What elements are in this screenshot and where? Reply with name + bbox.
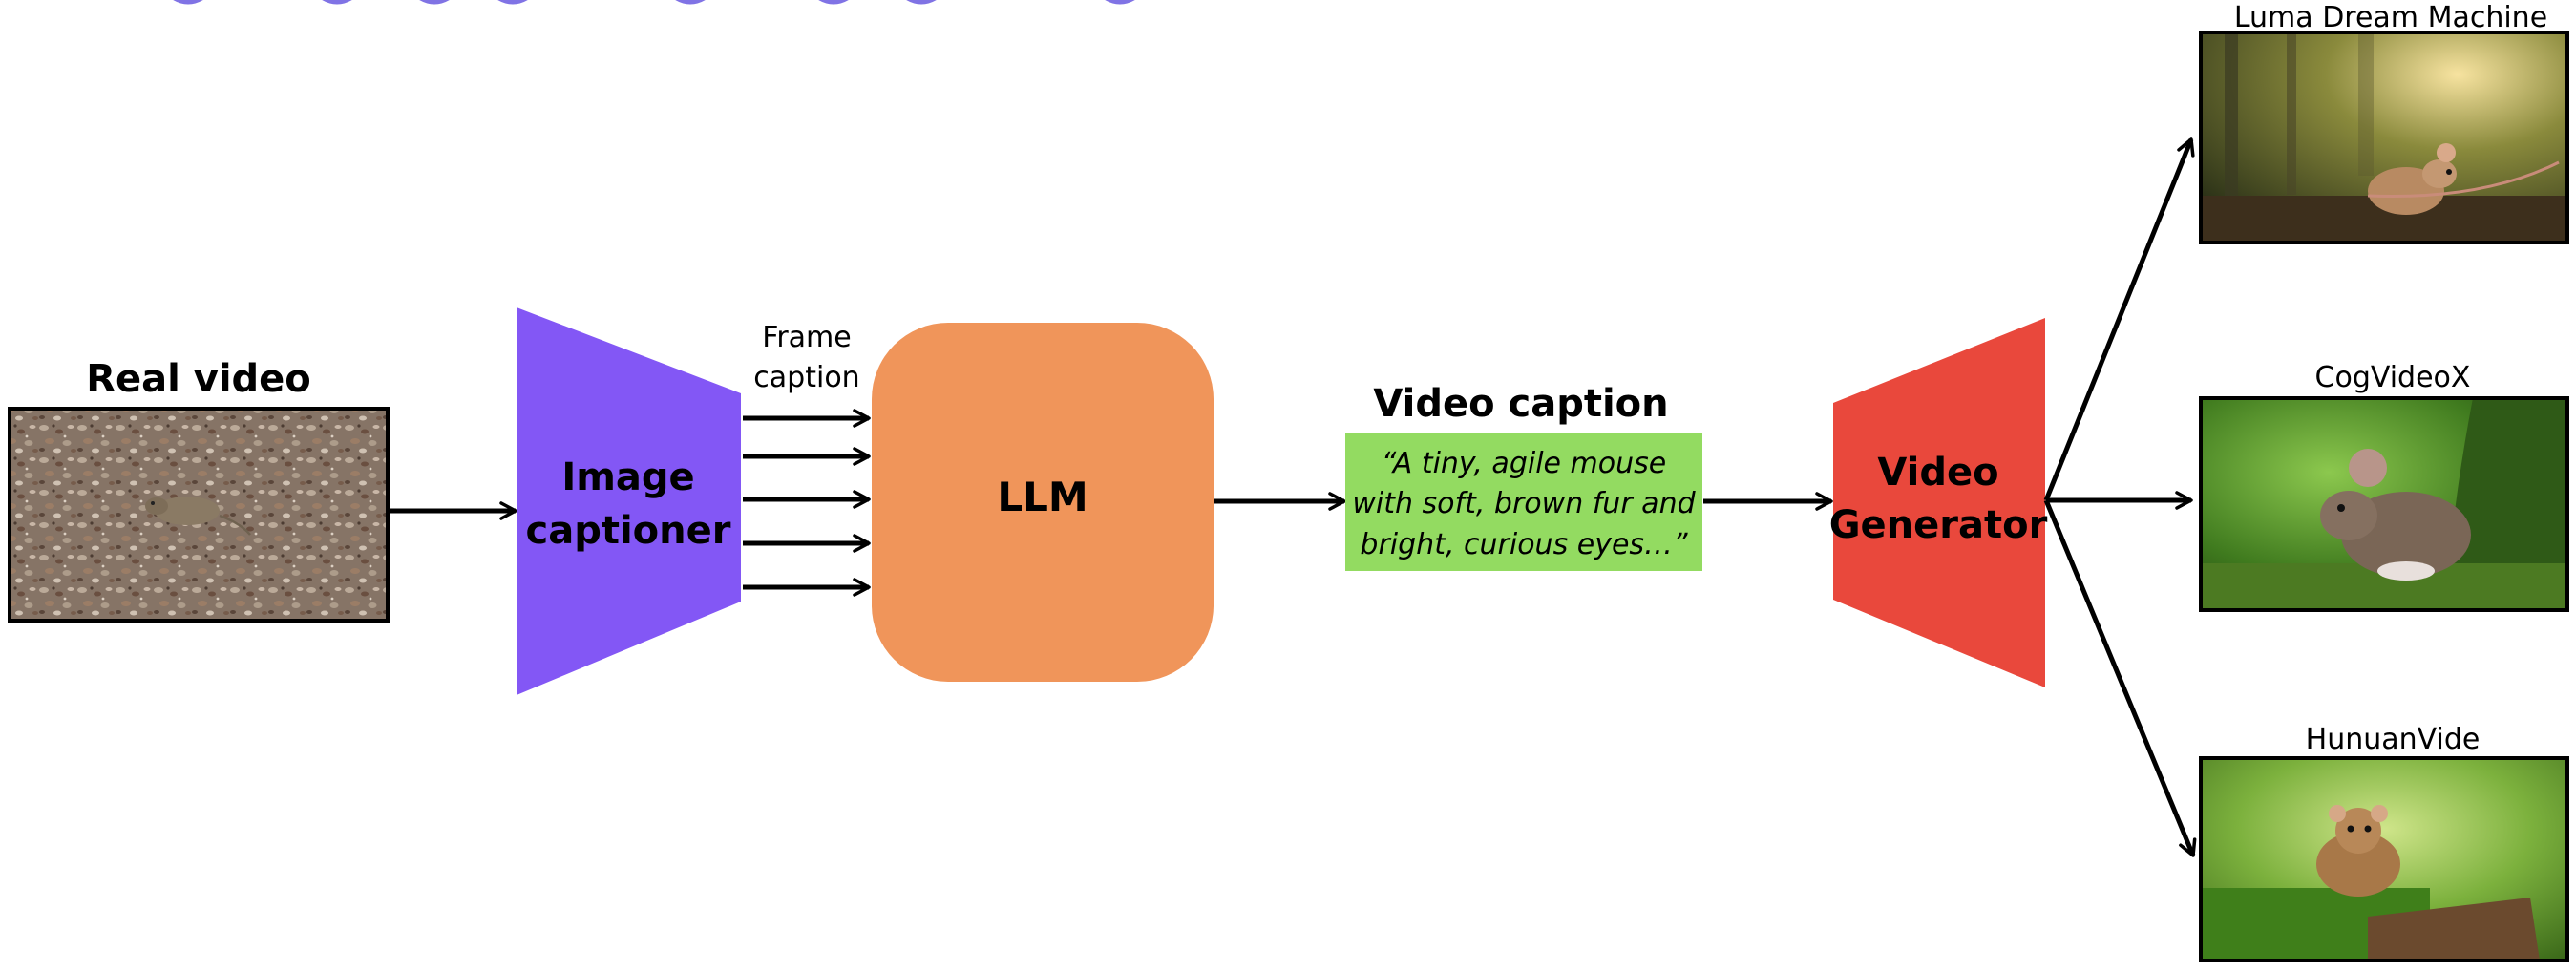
output-luma-image [2199, 31, 2569, 244]
video-caption-title: Video caption [1373, 382, 1668, 426]
output-hunuanvideo-title-line1: HunuanVide [2306, 723, 2481, 756]
output-luma-title: Luma Dream Machine [2234, 1, 2547, 34]
video-caption-box [1345, 433, 1702, 571]
llm-label: LLM [997, 474, 1087, 520]
video-generator-label-line1: Video [1877, 451, 1998, 495]
image-captioner-label-line2: captioner [526, 509, 731, 553]
top-decoration [173, 0, 1135, 5]
image-captioner-block [517, 307, 741, 695]
video-generator-block [1833, 318, 2045, 687]
real-video-title: Real video [86, 357, 311, 401]
frame-caption-label-line2: caption [753, 361, 859, 394]
video-caption-text-line3: bright, curious eyes…” [1360, 528, 1688, 561]
arrow-to-hunuanvideo [2043, 499, 2197, 857]
llm-block [872, 323, 1214, 682]
image-captioner-label-line1: Image [561, 455, 694, 499]
video-generator-label-line2: Generator [1829, 503, 2048, 547]
output-cogvideox-title: CogVideoX [2315, 361, 2471, 394]
arrow-to-luma [2043, 137, 2195, 501]
output-hunuanvideo-image [2199, 756, 2569, 962]
generator-output-arrows [2043, 137, 2197, 857]
frame-caption-label-line1: Frame [762, 321, 851, 354]
frame-caption-arrows [743, 409, 871, 597]
real-video-image [8, 407, 390, 623]
video-caption-text-line2: with soft, brown fur and [1352, 487, 1696, 520]
video-caption-text-line1: “A tiny, agile mouse [1382, 447, 1666, 480]
output-cogvideox-image [2199, 396, 2569, 612]
